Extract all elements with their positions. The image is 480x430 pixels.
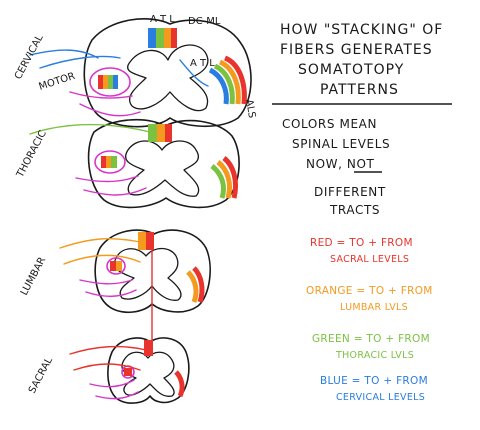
lumbar-gray-matter (113, 247, 182, 301)
lumbar-dorsal-column-stack (138, 232, 154, 250)
note-line-3: NOW, NOT (306, 157, 375, 171)
dc-ml-label: DC-ML (188, 16, 221, 27)
note-line-2: SPINAL LEVELS (292, 137, 390, 151)
cervical-als-stack (208, 55, 247, 105)
title-line-4: PATTERNS (320, 82, 399, 98)
lumbar-als-stack (186, 266, 205, 303)
color-legend: RED = TO + FROM SACRAL LEVELS ORANGE = T… (306, 237, 433, 403)
lumbar-orange-fiber-2 (63, 254, 141, 265)
lumbar-orange-fiber (59, 237, 141, 249)
cervical-magenta-fiber-2 (79, 103, 141, 117)
title-line-2: FIBERS GENERATES (280, 42, 433, 58)
als-atl-label: A T L (190, 58, 215, 69)
sacral-magenta-fiber-2 (95, 391, 139, 400)
title-line-1: HOW "STACKING" OF (280, 22, 443, 38)
cervical-dc-blue (148, 28, 156, 48)
cervical-cross-fiber (179, 59, 209, 87)
motor-label: MOTOR (38, 71, 77, 93)
sacral-red-fiber (69, 345, 147, 355)
legend-green-line-1: GREEN = TO + FROM (312, 333, 430, 345)
cervical-magenta-fiber (69, 91, 133, 99)
cervical-blue-fiber-2 (39, 55, 121, 69)
level-cervical-label: CERVICAL (13, 33, 46, 82)
cervical-dc-green (156, 28, 164, 48)
title-line-3: SOMATOTOPY (298, 62, 404, 78)
thoracic-magenta-fiber (75, 175, 139, 183)
cervical-gray-matter (127, 44, 209, 112)
notes-block: COLORS MEAN SPINAL LEVELS NOW, NOT DIFFE… (282, 117, 390, 217)
thoracic-green-fiber (29, 123, 151, 135)
cervical-dc-orange (164, 28, 171, 48)
thoracic-motor-nucleus (94, 150, 126, 174)
legend-blue-line-1: BLUE = TO + FROM (320, 375, 428, 387)
legend-red-line-1: RED = TO + FROM (310, 237, 413, 249)
sacral-section: SACRAL (27, 337, 190, 404)
cervical-dc-red (171, 28, 177, 48)
lumbar-magenta-fiber (79, 279, 133, 285)
legend-green-line-2: THORACIC LVLS (335, 350, 414, 361)
legend-orange-line-2: LUMBAR LVLS (340, 302, 408, 313)
legend-blue-line-2: CERVICAL LEVELS (336, 392, 425, 403)
cervical-cord-outline (83, 18, 252, 128)
level-thoracic-label: THORACIC (14, 129, 48, 181)
thoracic-dorsal-column-stack (148, 124, 172, 142)
note-line-4: DIFFERENT (314, 185, 386, 199)
thoracic-magenta-fiber-2 (83, 187, 147, 196)
legend-orange-line-1: ORANGE = TO + FROM (306, 285, 433, 297)
legend-red-line-2: SACRAL LEVELS (330, 254, 409, 265)
cervical-blue-fiber (29, 49, 99, 59)
dc-atl-label: A T L (150, 14, 175, 25)
sacral-red-fiber-2 (73, 363, 141, 371)
lumbar-motor-nucleus (106, 257, 126, 275)
als-label: ALS (243, 99, 257, 119)
cervical-section: A T L DC-ML A T L ALS MOTOR CERVICAL (13, 14, 257, 128)
note-line-5: TRACTS (329, 203, 380, 217)
level-sacral-label: SACRAL (27, 355, 55, 395)
thoracic-als-stack (210, 156, 239, 199)
lumbar-section: LUMBAR (19, 229, 211, 341)
sacral-als-stack (174, 370, 185, 398)
note-line-1: COLORS MEAN (282, 117, 377, 131)
cervical-motor-nucleus (89, 67, 131, 97)
lumbar-magenta-fiber-2 (85, 289, 137, 297)
thoracic-section: THORACIC (14, 118, 240, 209)
title-block: HOW "STACKING" OF FIBERS GENERATES SOMAT… (272, 22, 452, 105)
sacral-magenta-fiber (89, 379, 135, 388)
cervical-dorsal-column-stack (148, 28, 177, 48)
level-lumbar-label: LUMBAR (19, 255, 48, 297)
sacral-dorsal-column-stack (144, 340, 153, 356)
thoracic-gray-matter (125, 140, 200, 197)
